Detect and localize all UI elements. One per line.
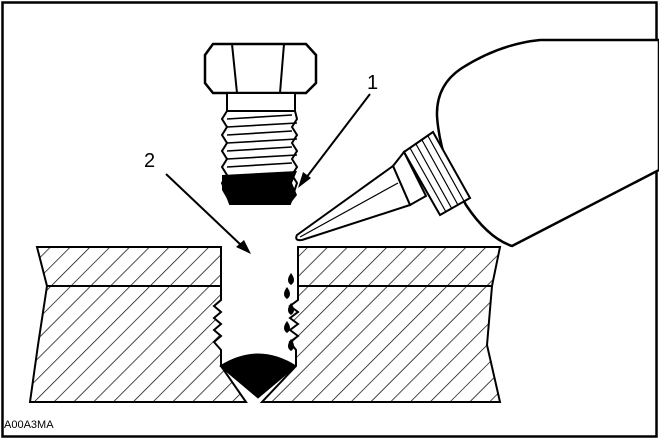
adhesive-drops	[284, 273, 294, 351]
callout-1-label: 1	[367, 72, 379, 94]
figure-code: A00A3MA	[4, 419, 54, 431]
lower-block	[28, 285, 502, 403]
callout-2-label: 2	[144, 150, 156, 172]
leader-line-2	[165, 173, 251, 254]
adhesive-bottle-icon	[295, 38, 659, 248]
bolt-icon	[203, 42, 318, 205]
adhesive-pool	[219, 353, 297, 399]
leader-line-1	[298, 93, 371, 188]
upper-plate	[35, 246, 502, 287]
